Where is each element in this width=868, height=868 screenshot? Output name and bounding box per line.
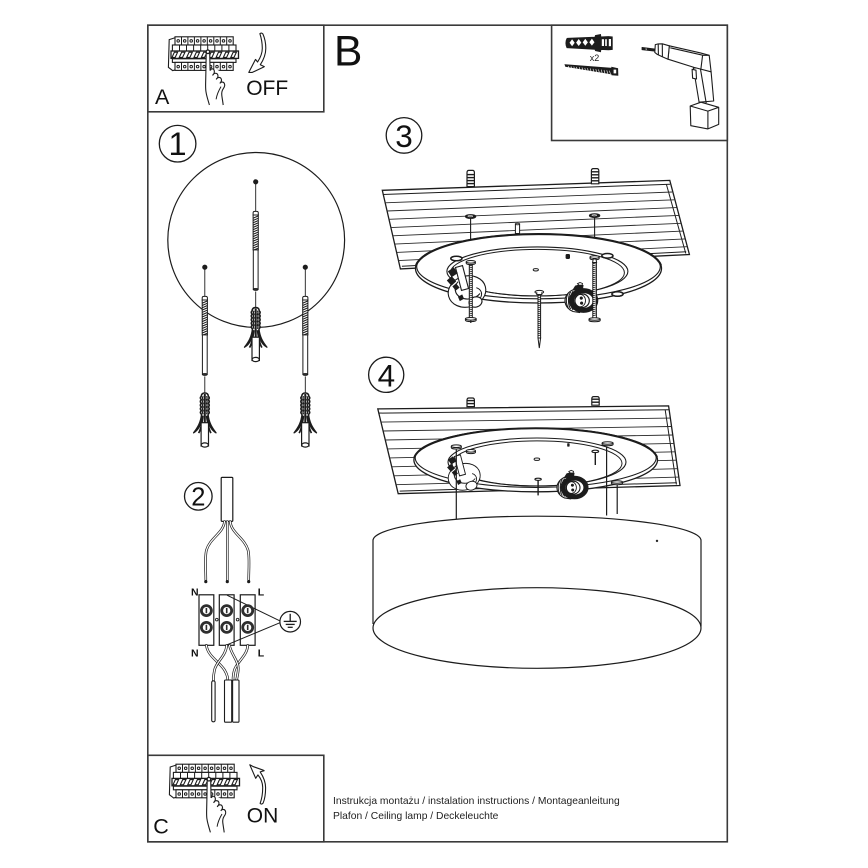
- svg-text:N: N: [191, 648, 199, 660]
- svg-text:4: 4: [378, 357, 396, 393]
- svg-text:2: 2: [191, 483, 205, 511]
- svg-text:Instrukcja montażu / instalati: Instrukcja montażu / instalation instruc…: [333, 796, 620, 807]
- svg-text:N: N: [191, 587, 199, 599]
- svg-text:B: B: [334, 28, 362, 75]
- svg-text:x2: x2: [590, 53, 600, 63]
- svg-text:OFF: OFF: [246, 77, 288, 100]
- svg-text:L: L: [258, 587, 265, 599]
- svg-text:L: L: [258, 648, 265, 660]
- svg-text:ON: ON: [247, 805, 278, 828]
- svg-text:1: 1: [169, 126, 187, 162]
- svg-text:A: A: [155, 85, 170, 109]
- svg-text:Plafon / Ceiling lamp / Deckel: Plafon / Ceiling lamp / Deckeleuchte: [333, 811, 499, 822]
- svg-text:C: C: [153, 815, 169, 839]
- svg-text:3: 3: [395, 118, 413, 154]
